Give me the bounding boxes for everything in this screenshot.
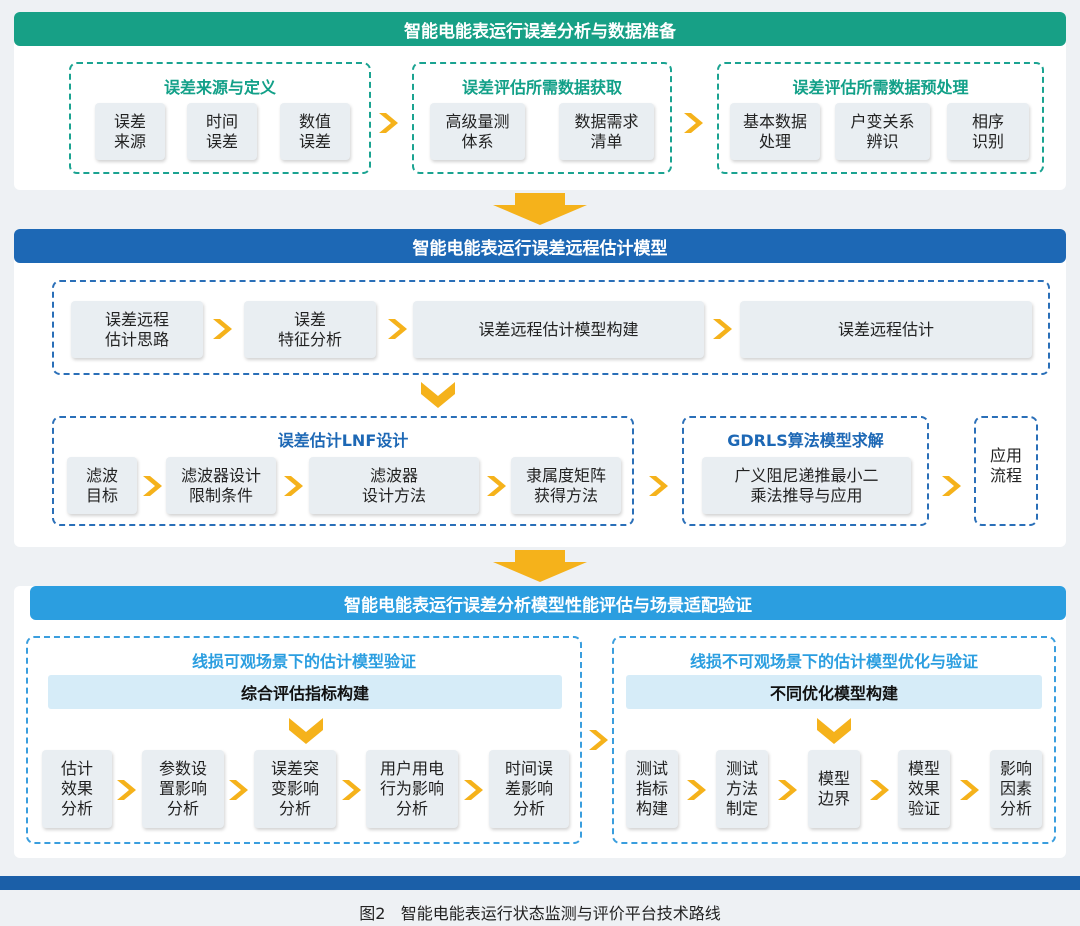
- box-topology: 户变关系 辨识: [835, 103, 930, 160]
- box-factor-analysis: 影响 因素 分析: [990, 750, 1042, 828]
- box-value-error: 数值 误差: [280, 103, 350, 160]
- group-data-acquisition: 误差评估所需数据获取: [412, 62, 672, 174]
- box-model-boundary: 模型 边界: [808, 750, 860, 828]
- big-down-arrow-icon: [493, 550, 587, 582]
- arrow-down-icon: [817, 718, 851, 744]
- box-model-validation: 模型 效果 验证: [898, 750, 950, 828]
- arrow-right-icon: [942, 476, 961, 496]
- arrow-right-icon: [960, 780, 979, 800]
- box-filter-constraints: 滤波器设计 限制条件: [166, 457, 276, 514]
- arrow-right-icon: [379, 113, 398, 133]
- arrow-right-icon: [687, 780, 706, 800]
- box-gdrls-derivation: 广义阻尼递推最小二 乘法推导与应用: [702, 457, 911, 514]
- box-feature-analysis: 误差 特征分析: [244, 301, 376, 358]
- arrow-down-icon: [421, 382, 455, 408]
- arrow-right-icon: [213, 319, 232, 339]
- group-lnf: 误差估计LNF设计: [52, 416, 634, 526]
- arrow-right-icon: [649, 476, 668, 496]
- section3-header: 智能电能表运行误差分析模型性能评估与场景适配验证: [30, 586, 1066, 620]
- arrow-right-icon: [284, 476, 303, 496]
- arrow-right-icon: [870, 780, 889, 800]
- group-title: 误差评估所需数据预处理: [792, 78, 969, 97]
- box-parameter-impact: 参数设 置影响 分析: [142, 750, 224, 828]
- box-membership-matrix: 隶属度矩阵 获得方法: [511, 457, 621, 514]
- box-phase: 相序 识别: [947, 103, 1029, 160]
- arrow-right-icon: [778, 780, 797, 800]
- box-filter-target: 滤波 目标: [67, 457, 137, 514]
- footer-band: [0, 876, 1080, 890]
- box-filter-method: 滤波器 设计方法: [309, 457, 479, 514]
- arrow-right-icon: [487, 476, 506, 496]
- box-basic-processing: 基本数据 处理: [730, 103, 820, 160]
- box-estimation-effect: 估计 效果 分析: [42, 750, 112, 828]
- box-remote-idea: 误差远程 估计思路: [71, 301, 203, 358]
- application-flow-label: 应用 流程: [989, 446, 1022, 485]
- group-preprocessing: 误差评估所需数据预处理: [717, 62, 1044, 174]
- group-gdrls: GDRLS算法模型求解: [682, 416, 929, 526]
- section1-header: 智能电能表运行误差分析与数据准备: [14, 12, 1066, 46]
- arrow-right-icon: [342, 780, 361, 800]
- box-test-method: 测试 方法 制定: [716, 750, 768, 828]
- arrow-right-icon: [464, 780, 483, 800]
- figure-caption: 图2 智能电能表运行状态监测与评价平台技术路线: [359, 904, 721, 923]
- group-title: 误差来源与定义: [163, 78, 276, 97]
- group-title: 线损不可观场景下的估计模型优化与验证: [689, 652, 978, 671]
- group-title: 线损可观场景下的估计模型验证: [191, 652, 416, 671]
- section2-header: 智能电能表运行误差远程估计模型: [14, 229, 1066, 263]
- arrow-right-icon: [589, 730, 608, 750]
- arrow-right-icon: [117, 780, 136, 800]
- box-data-list: 数据需求 清单: [559, 103, 654, 160]
- group-observable-validation: 线损可观场景下的估计模型验证: [26, 636, 582, 844]
- arrow-down-icon: [289, 718, 323, 744]
- bar-optimization-models: 不同优化模型构建: [626, 675, 1042, 709]
- box-test-index: 测试 指标 构建: [626, 750, 678, 828]
- box-error-source: 误差 来源: [95, 103, 165, 160]
- group-title: 误差估计LNF设计: [277, 431, 409, 450]
- box-ami: 高级量测 体系: [430, 103, 525, 160]
- arrow-right-icon: [229, 780, 248, 800]
- box-time-error-impact: 时间误 差影响 分析: [489, 750, 569, 828]
- arrow-right-icon: [143, 476, 162, 496]
- big-down-arrow-icon: [493, 193, 587, 225]
- group-title: GDRLS算法模型求解: [727, 431, 884, 450]
- box-user-behavior-impact: 用户用电 行为影响 分析: [366, 750, 458, 828]
- box-model-construction: 误差远程估计模型构建: [413, 301, 704, 358]
- group-application: [974, 416, 1038, 526]
- arrow-right-icon: [684, 113, 703, 133]
- arrow-right-icon: [713, 319, 732, 339]
- bar-evaluation-index: 综合评估指标构建: [48, 675, 562, 709]
- box-mutation-impact: 误差突 变影响 分析: [254, 750, 336, 828]
- group-error-source: 误差来源与定义: [69, 62, 371, 174]
- box-remote-estimate: 误差远程估计: [740, 301, 1032, 358]
- arrow-right-icon: [388, 319, 407, 339]
- box-time-error: 时间 误差: [187, 103, 257, 160]
- group-unobservable-validation: 线损不可观场景下的估计模型优化与验证: [612, 636, 1056, 844]
- group-title: 误差评估所需数据获取: [461, 78, 622, 97]
- group-remote-estimation: [52, 280, 1050, 375]
